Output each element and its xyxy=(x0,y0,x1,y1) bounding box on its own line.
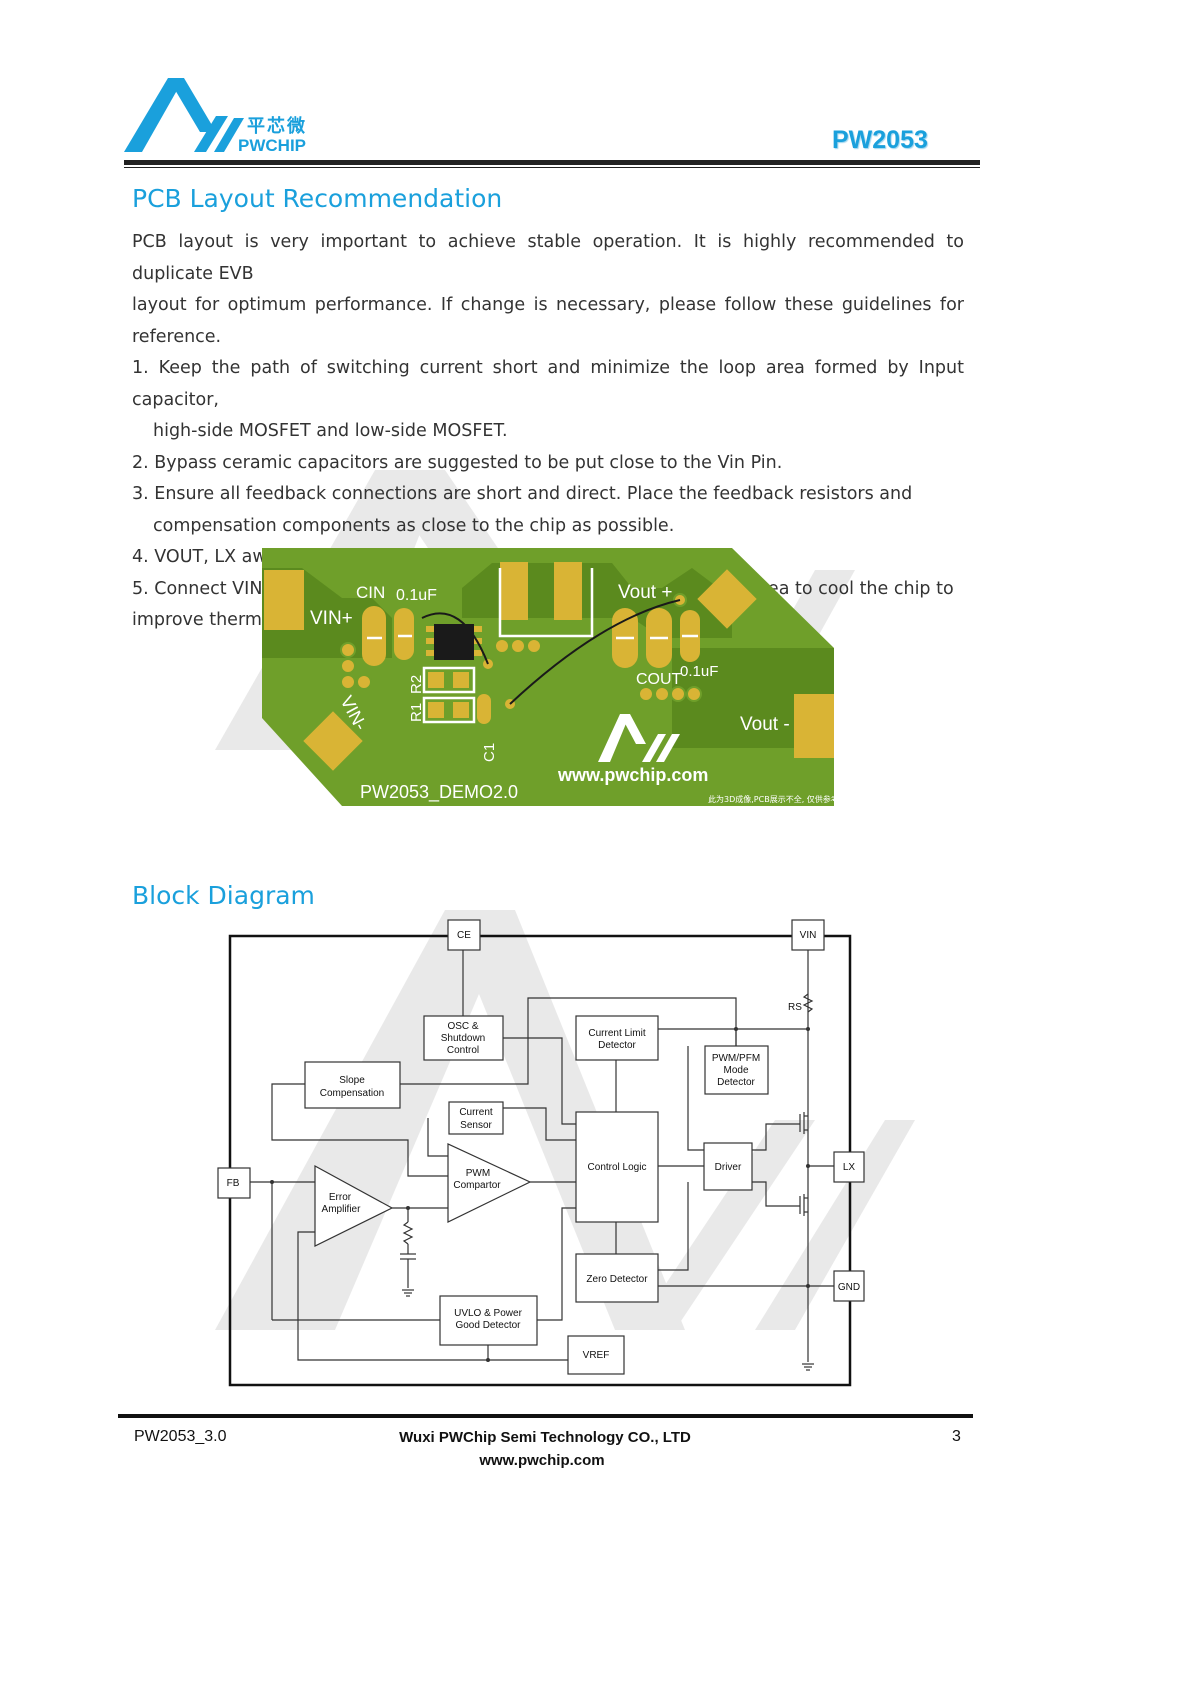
current-limit-label-2: Detector xyxy=(598,1040,636,1051)
pcb-cout-value: 0.1uF xyxy=(680,663,718,680)
guideline-1b: high-side MOSFET and low-side MOSFET. xyxy=(153,421,508,441)
pcb-website-label: www.pwchip.com xyxy=(557,765,708,785)
pwm-pfm-label-1: PWM/PFM xyxy=(712,1053,760,1064)
header-rule xyxy=(124,160,980,165)
vin-pin-label: VIN xyxy=(800,930,817,941)
driver-label: Driver xyxy=(715,1162,742,1173)
header-rule-thin xyxy=(124,167,980,168)
lx-pin-label: LX xyxy=(843,1162,856,1173)
uvlo-label-1: UVLO & Power xyxy=(454,1308,522,1319)
pcb-layout-image: VIN+ CIN 0.1uF Vout + 0.1uF COUT Vout - … xyxy=(262,548,834,806)
watermark-bottom xyxy=(215,910,915,1330)
current-limit-label-1: Current Limit xyxy=(588,1028,645,1039)
zero-detector-label: Zero Detector xyxy=(586,1274,648,1285)
uvlo-label-2: Good Detector xyxy=(455,1320,521,1331)
footer-company: Wuxi PWChip Semi Technology CO., LTD xyxy=(399,1429,691,1446)
pcb-vout-minus-label: Vout - xyxy=(740,714,790,735)
block-section-title: Block Diagram xyxy=(132,881,315,910)
pcb-demo-label: PW2053_DEMO2.0 xyxy=(360,782,518,803)
pcb-r1-label: R1 xyxy=(408,703,425,722)
footer-page-number: 3 xyxy=(952,1428,961,1445)
logo-english-text: PWCHIP xyxy=(238,136,306,155)
gnd-pin-label: GND xyxy=(838,1282,860,1293)
pcb-logo-icon xyxy=(598,714,680,762)
guideline-1a: 1. Keep the path of switching current sh… xyxy=(132,358,964,410)
error-amp-label-2: Amplifier xyxy=(322,1204,362,1215)
pwm-pfm-label-2: Mode xyxy=(723,1065,748,1076)
fb-pin-label: FB xyxy=(227,1178,240,1189)
osc-label-1: OSC & xyxy=(447,1021,478,1032)
slope-label-2: Compensation xyxy=(320,1088,384,1099)
guideline-2: 2. Bypass ceramic capacitors are suggest… xyxy=(132,452,783,473)
guideline-3a: 3. Ensure all feedback connections are s… xyxy=(132,484,913,504)
pcb-cout-label: COUT xyxy=(636,671,682,688)
pwm-comparator-label-1: PWM xyxy=(466,1168,490,1179)
pcb-r2-label: R2 xyxy=(408,675,425,694)
pcb-cin-value: 0.1uF xyxy=(396,587,437,604)
footer-rule xyxy=(118,1414,973,1418)
pcb-cin-label: CIN xyxy=(356,583,385,602)
intro-line-1: PCB layout is very important to achieve … xyxy=(132,232,964,284)
current-sensor-label-2: Sensor xyxy=(460,1120,492,1131)
intro-line-2: layout for optimum performance. If chang… xyxy=(132,295,964,347)
document-title: PW2053 xyxy=(832,126,928,154)
block-diagram: CE VIN RS OSC & Shutdown Control Current… xyxy=(217,919,865,1387)
footer-website: www.pwchip.com xyxy=(479,1452,605,1469)
pcb-vout-plus-label: Vout + xyxy=(618,582,672,603)
pcb-section-title: PCB Layout Recommendation xyxy=(132,184,503,213)
guideline-3b: compensation components as close to the … xyxy=(153,515,675,536)
vref-label: VREF xyxy=(583,1350,610,1361)
slope-label-1: Slope xyxy=(339,1075,365,1086)
current-sensor-label-1: Current xyxy=(459,1107,493,1118)
osc-label-2: Shutdown xyxy=(441,1033,485,1044)
logo-chinese-text: 平芯微 xyxy=(247,116,307,137)
osc-label-3: Control xyxy=(447,1045,479,1056)
pcb-c1-label: C1 xyxy=(481,743,498,762)
control-logic-label: Control Logic xyxy=(588,1162,647,1173)
error-amp-label-1: Error xyxy=(329,1192,352,1203)
pwm-pfm-label-3: Detector xyxy=(717,1077,755,1088)
pwm-comparator-label-2: Compartor xyxy=(453,1180,501,1191)
rs-label: RS xyxy=(788,1002,802,1013)
footer-doc-version: PW2053_3.0 xyxy=(134,1428,227,1445)
pcb-note-label: 此为3D成像,PCB展示不全, 仅供参考。 xyxy=(708,794,834,804)
ce-pin-label: CE xyxy=(457,930,471,941)
pcb-vin-plus-label: VIN+ xyxy=(310,608,353,629)
pwchip-logo-icon xyxy=(124,78,244,152)
